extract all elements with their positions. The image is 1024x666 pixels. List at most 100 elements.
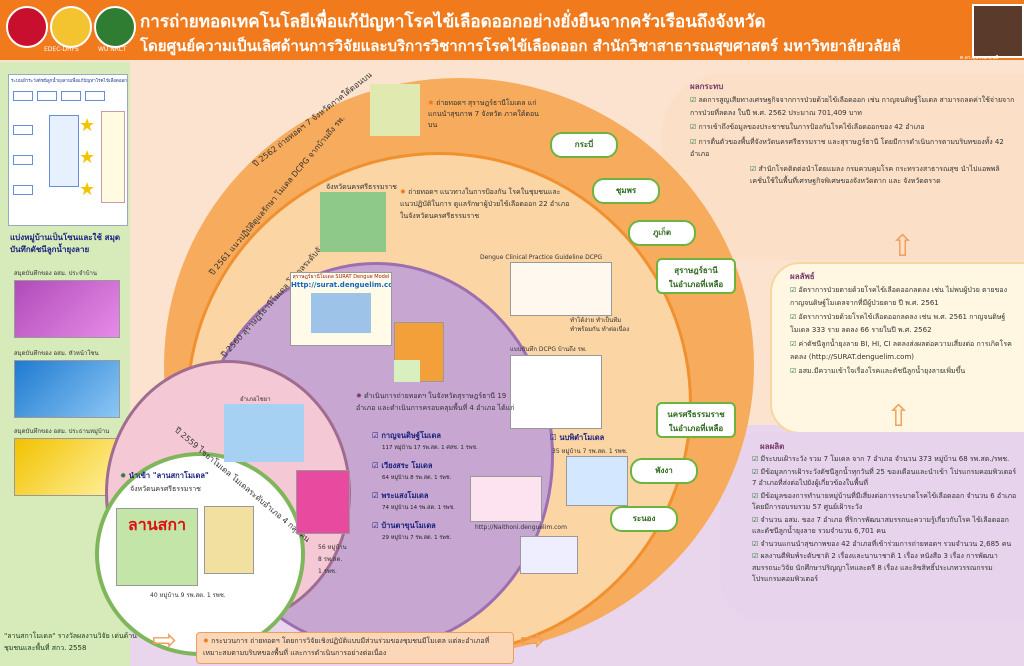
dcpg-form-image bbox=[510, 355, 602, 429]
process-box: ✹ กระบวนการ ถ่ายทอดฯ โดยการวิจัยเชิงปฏิบ… bbox=[196, 632, 514, 664]
chaiya-book-image bbox=[296, 470, 350, 534]
check-icon: ☑ bbox=[752, 539, 761, 548]
impact-item-1: ☑ ลดการสูญเสียทางเศรษฐกิจจากการป่วยด้วยไ… bbox=[690, 96, 1015, 117]
checkbox-icon: ☑ bbox=[372, 431, 382, 440]
nst-map-label: จังหวัดนครศรีธรรมราช bbox=[326, 183, 397, 191]
right-note: ทำได้ง่าย ทำเป็นทีม ทำพร้อมกัน ทำต่อเนื่… bbox=[570, 317, 630, 333]
model-1-sub: 117 หมู่บ้าน 17 รพ.สต. 1 ศสช. 1 รพช. bbox=[382, 445, 478, 451]
province-surat-rest: สุราษฎร์ธานีในอำเภอที่เหลือ bbox=[656, 258, 736, 294]
right-arrow-icon: ⇨ bbox=[152, 623, 178, 658]
model-3-sub: 74 หมู่บ้าน 14 รพ.สต. 1 รพช. bbox=[382, 505, 455, 511]
website-url: http://Naithoni.denguelim.com bbox=[475, 524, 567, 531]
process-text: ✹ กระบวนการ ถ่ายทอดฯ โดยการวิจัยเชิงปฏิบ… bbox=[203, 637, 490, 657]
surat-small-map bbox=[394, 360, 420, 382]
checkbox-icon: ☑ bbox=[372, 521, 382, 530]
province-nst-rest: นครศรีธรรมราชในอำเภอที่เหลือ bbox=[656, 402, 736, 438]
output-item-4: ☑ จำนวน อสม. ของ 7 อำเภอ ที่ริการพัฒนาสม… bbox=[752, 515, 1009, 536]
check-icon: ☑ bbox=[752, 467, 761, 476]
impact-list: ☑ ลดการสูญเสียทางเศรษฐกิจจากการป่วยด้วยไ… bbox=[690, 94, 1015, 188]
check-icon: ☑ bbox=[752, 515, 761, 524]
impact-item-2: ☑ การเข้าถึงข้อมูลของประชาชนในการป้องกัน… bbox=[690, 123, 925, 131]
sun-icon: ✹ bbox=[400, 188, 409, 196]
impact-item-3: ☑ การตื่นตัวของพื้นที่จังหวัดนครศรีธรรมร… bbox=[690, 137, 1004, 159]
mobmi-model: ☑ นบพิตำโมเดล bbox=[550, 433, 605, 442]
poster-title-line1: การถ่ายทอดเทคโนโลยีเพื่อแก้ปัญหาโรคไข้เล… bbox=[140, 12, 766, 32]
province-phuket: ภูเก็ต bbox=[628, 220, 696, 246]
lansaka-sub: 40 หมู่บ้าน 9 รพ.สต. 1 รพช. bbox=[150, 592, 226, 599]
outcome-title: ผลลัพธ์ bbox=[790, 272, 815, 281]
star-icon: ★ bbox=[79, 179, 96, 200]
outcome-item-4: ☑ อสม.มีความเข้าใจเรื่องโรคและดัชนีลูกน้… bbox=[790, 367, 966, 375]
website-screenshot bbox=[470, 476, 542, 522]
up-arrow-icon: ⇧ bbox=[886, 399, 912, 434]
outcome-item-3: ☑ ค่าดัชนีลูกน้ำยุงลาย BI, HI, CI ลดลงส่… bbox=[790, 340, 1012, 361]
star-icon: ★ bbox=[79, 115, 96, 136]
sun-icon: ✹ bbox=[428, 99, 437, 107]
check-icon: ☑ bbox=[790, 367, 799, 375]
flowchart-title: ระบบเฝ้าระวังดัชนีลูกน้ำยุงลายเพื่อแก้ปั… bbox=[11, 79, 127, 84]
output-list: ☑ มีระบบเฝ้าระวัง รวม 7 โมเดล จาก 7 อำเภ… bbox=[752, 454, 1018, 586]
lansaka-province: จังหวัดนครศรีธรรมราช bbox=[130, 485, 201, 493]
model-list: ☑ กาญจนดิษฐ์โมเดล 117 หมู่บ้าน 17 รพ.สต.… bbox=[372, 430, 532, 544]
note-dcpg: ✹ ถ่ายทอดฯ แนวทางในการป้องกัน โรคในชุมชน… bbox=[400, 188, 570, 220]
poster-title-line2: โดยศูนย์ความเป็นเลิศด้านการวิจัยและบริกา… bbox=[140, 37, 900, 55]
book2-label: สมุดบันทึกของ อสม. หัวหน้าโซน bbox=[14, 350, 99, 357]
impact-title: ผลกระทบ bbox=[690, 82, 724, 91]
left-footer: "ลานสกาโมเดล" รางวัลผลงานวิจัย เด่นด้านช… bbox=[4, 630, 144, 662]
province-krabi: กระบี่ bbox=[550, 132, 618, 158]
photo-caption: ศ.ดร.สุธรรม สุขดี bbox=[960, 55, 999, 61]
model-2: ☑ เวียงสระ โมเดล bbox=[372, 461, 433, 470]
right-arrow-icon: ⇨ bbox=[520, 623, 546, 658]
model-1: ☑ กาญจนดิษฐ์โมเดล bbox=[372, 431, 441, 440]
province-ranong: ระนอง bbox=[610, 506, 678, 532]
lansaka-big-label: ลานสกา bbox=[127, 515, 187, 534]
nrct-logo-icon bbox=[94, 6, 136, 48]
mobmi-sub: 35 หมู่บ้าน 7 รพ.สต. 1 รพช. bbox=[552, 448, 628, 455]
output-title: ผลผลิต bbox=[760, 442, 785, 451]
sun-icon: ✹ bbox=[120, 471, 129, 480]
edec-logo-icon bbox=[50, 6, 92, 48]
flow-cell bbox=[85, 91, 105, 101]
flow-cell bbox=[13, 185, 33, 195]
dcpg-flowchart-image bbox=[510, 262, 612, 316]
note-surat: ✹ ดำเนินการถ่ายทอดฯ ในจังหวัดสุราษฎร์ธาน… bbox=[356, 392, 515, 412]
flow-block bbox=[49, 115, 79, 187]
check-icon: ☑ bbox=[752, 491, 761, 500]
output-item-5: ☑ จำนวนแกนนำสุขภาพของ 42 อำเภอที่เข้าร่ว… bbox=[752, 539, 1012, 548]
output-item-3: ☑ มีข้อมูลของการทำนายหมู่บ้านที่มีเสี่ยง… bbox=[752, 491, 1017, 512]
nst-map-image bbox=[320, 192, 386, 252]
province-phangnga: พังงา bbox=[630, 458, 698, 484]
dcpg-label: Dengue Clinical Practice Guideline DCPG bbox=[480, 254, 603, 261]
form-label: แบบบันทึก DCPG บ้านถึง รพ. bbox=[510, 346, 587, 353]
check-icon: ☑ bbox=[690, 96, 699, 104]
outcome-item-2: ☑ อัตราการป่วยด้วยโรคไข้เลือดออกลดลง เช่… bbox=[790, 313, 1006, 334]
output-item-1: ☑ มีระบบเฝ้าระวัง รวม 7 โมเดล จาก 7 อำเภ… bbox=[752, 455, 1010, 463]
flow-cell bbox=[13, 91, 33, 101]
check-icon: ☑ bbox=[690, 137, 699, 146]
logo3-caption: WU NRCT bbox=[98, 46, 127, 53]
output-panel bbox=[720, 432, 1024, 620]
outcome-list: ☑ อัตราการป่วยตายด้วยโรคไข้เลือดออกลดลง … bbox=[790, 284, 1016, 378]
outcome-item-1: ☑ อัตราการป่วยตายด้วยโรคไข้เลือดออกลดลง … bbox=[790, 286, 1008, 307]
model-4-sub: 29 หมู่บ้าน 7 รพ.สต. 1 รพช. bbox=[382, 535, 452, 541]
header-bar bbox=[0, 0, 1024, 60]
star-icon: ★ bbox=[79, 147, 96, 168]
chaiya-map-image bbox=[224, 404, 304, 462]
outcome-panel bbox=[770, 262, 1024, 434]
chaiya-rpst: 8 รพ.สต. bbox=[318, 556, 343, 563]
left-heading: แบ่งหมู่บ้านเป็นโซนและใช้ สมุดบันทึกดัชน… bbox=[10, 233, 121, 254]
flow-cell bbox=[13, 125, 33, 135]
checkbox-icon: ☑ bbox=[372, 491, 382, 500]
chaiya-map-label: อำเภอไชยา bbox=[240, 396, 271, 403]
surat-model-title: สุราษฎร์ธานีโมเดล SURAT Dengue Model bbox=[292, 274, 390, 280]
university-logo-icon bbox=[6, 6, 48, 48]
chaiya-rpch: 1 รพช. bbox=[318, 568, 337, 575]
flow-notes bbox=[101, 111, 125, 203]
surat-model-image: สุราษฎร์ธานีโมเดล SURAT Dengue Model Htt… bbox=[290, 272, 392, 346]
sun-icon: ✹ bbox=[356, 392, 365, 400]
book1-label: สมุดบันทึกของ อสม. ประจำบ้าน bbox=[14, 270, 98, 277]
mobmi-image bbox=[566, 456, 628, 506]
flow-cell bbox=[61, 91, 81, 101]
book1-image bbox=[14, 280, 120, 338]
check-icon: ☑ bbox=[790, 286, 799, 294]
